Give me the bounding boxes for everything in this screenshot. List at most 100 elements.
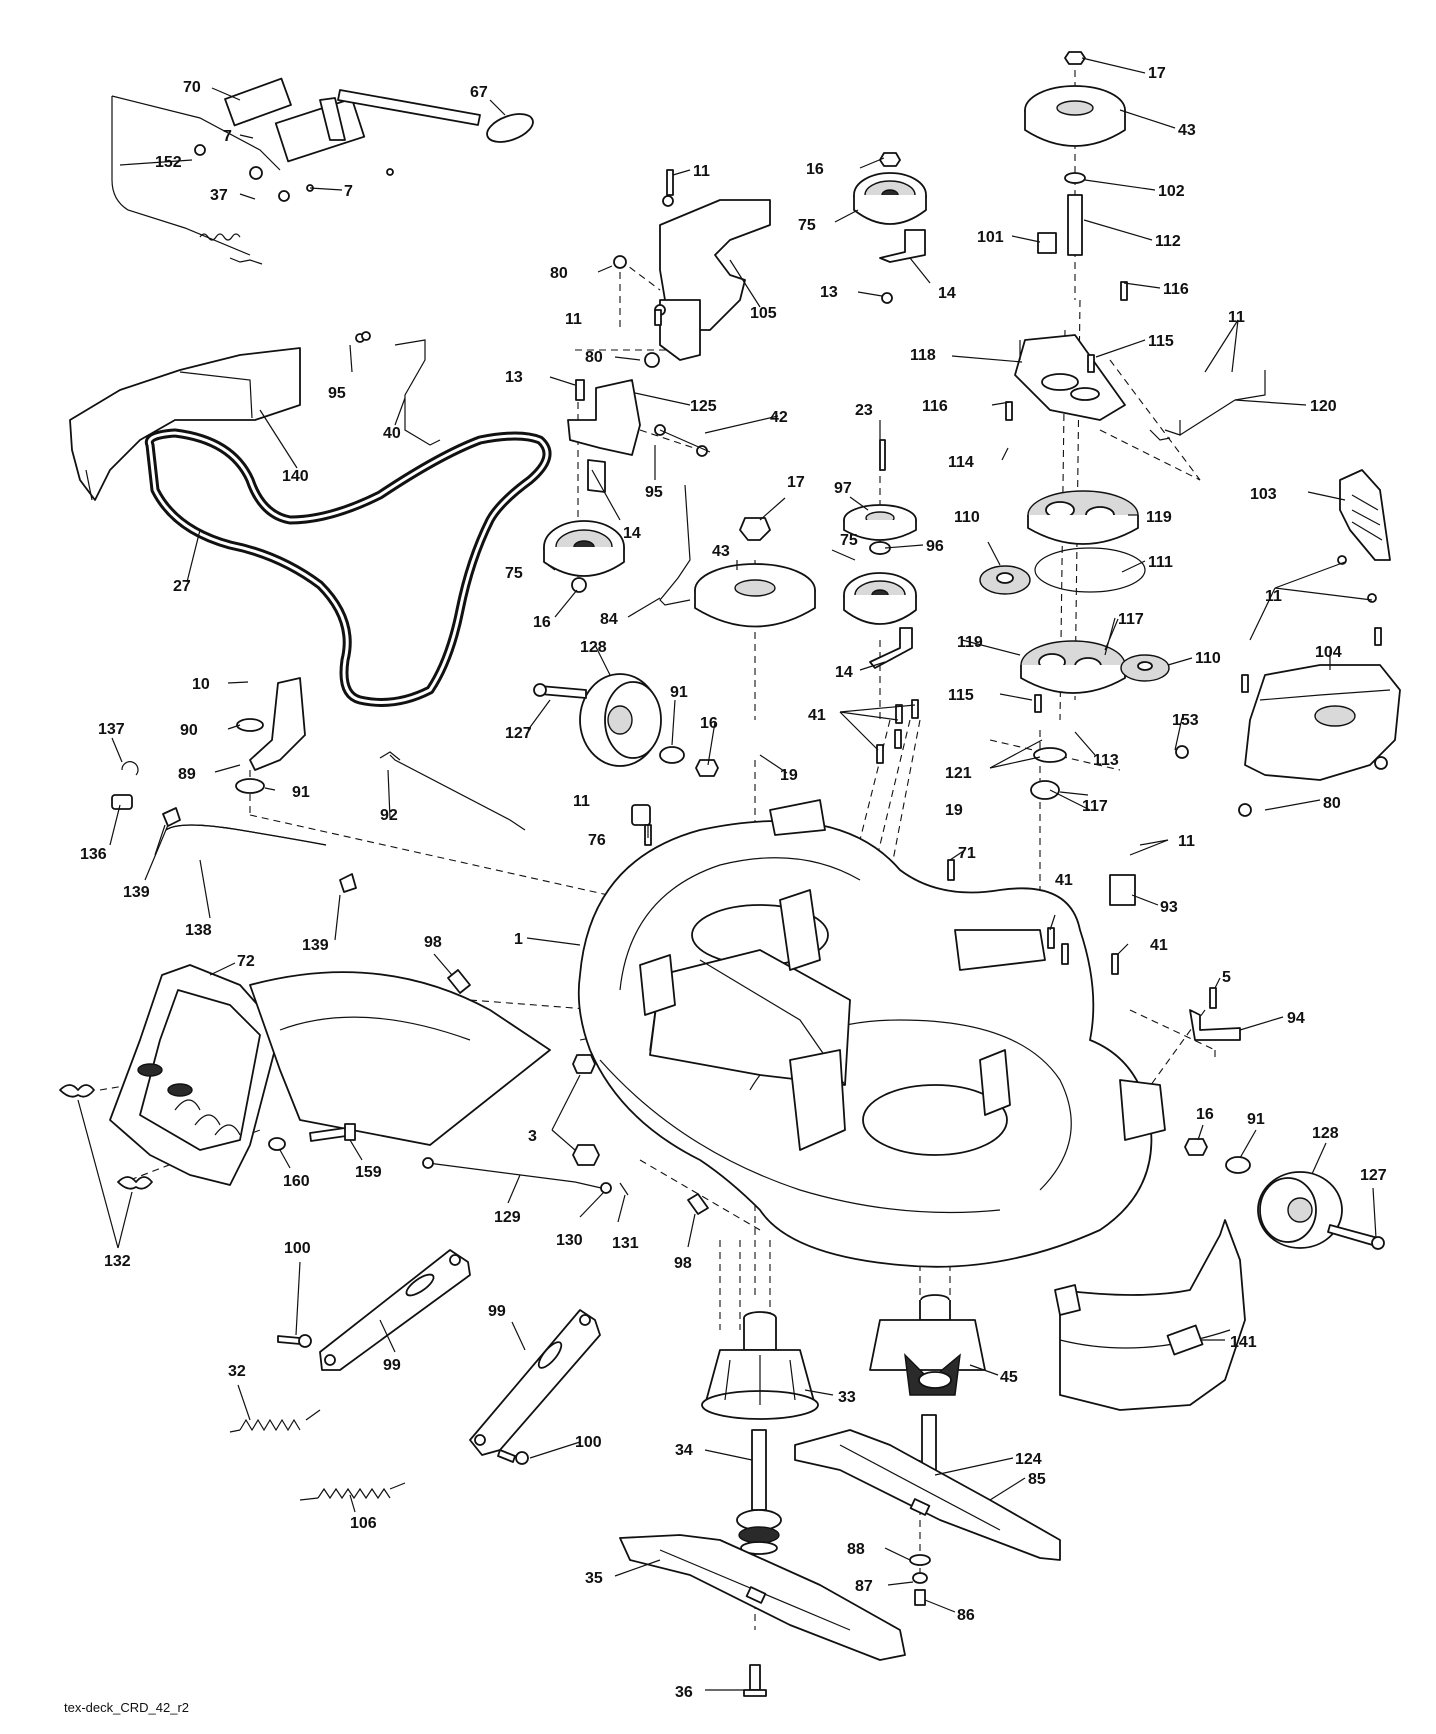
callout-132: 132 — [104, 1253, 131, 1270]
callout-76: 76 — [588, 832, 606, 849]
callout-131: 131 — [612, 1235, 639, 1252]
callout-16: 16 — [533, 614, 551, 631]
callout-89: 89 — [178, 766, 196, 783]
callout-41: 41 — [808, 707, 826, 724]
callout-70: 70 — [183, 79, 201, 96]
callout-11: 11 — [565, 311, 582, 328]
callout-86: 86 — [957, 1607, 975, 1624]
callout-116: 116 — [922, 398, 948, 415]
callout-3: 3 — [528, 1128, 537, 1145]
callout-16: 16 — [806, 161, 824, 178]
callout-32: 32 — [228, 1363, 246, 1380]
parts — [59, 51, 1401, 1697]
callout-138: 138 — [185, 922, 212, 939]
callout-88: 88 — [847, 1541, 865, 1558]
callout-13: 13 — [820, 284, 838, 301]
callout-117: 117 — [1118, 611, 1144, 628]
callout-111: 111 — [1148, 554, 1173, 571]
bracket-94 — [1189, 1009, 1241, 1041]
chute-72 — [249, 971, 551, 1146]
callout-7: 7 — [223, 128, 232, 145]
callout-96: 96 — [926, 538, 944, 555]
callout-106: 106 — [350, 1515, 377, 1532]
callout-27: 27 — [173, 578, 191, 595]
callout-34: 34 — [675, 1442, 693, 1459]
callout-43: 43 — [712, 543, 730, 560]
callout-100: 100 — [575, 1434, 602, 1451]
callout-91: 91 — [292, 784, 310, 801]
spindle-45 — [869, 1319, 986, 1371]
bracket-125 — [567, 379, 641, 456]
bracket-89 — [249, 677, 306, 771]
callout-152: 152 — [155, 154, 182, 171]
callout-42: 42 — [770, 409, 788, 426]
callout-128: 128 — [580, 639, 607, 656]
callout-5: 5 — [1222, 969, 1231, 986]
callout-124: 124 — [1015, 1451, 1042, 1468]
callout-37: 37 — [210, 187, 228, 204]
callout-110: 110 — [1195, 650, 1221, 667]
callout-84: 84 — [600, 611, 618, 628]
callout-80: 80 — [585, 349, 603, 366]
callout-101: 101 — [977, 229, 1004, 246]
oring-111 — [1034, 547, 1146, 593]
belt-27 — [144, 428, 552, 707]
callout-85: 85 — [1028, 1471, 1046, 1488]
callout-94: 94 — [1287, 1010, 1305, 1027]
callout-17: 17 — [1148, 65, 1166, 82]
callout-117: 117 — [1082, 798, 1108, 815]
callout-17: 17 — [787, 474, 805, 491]
callout-80: 80 — [550, 265, 568, 282]
callout-14: 14 — [835, 664, 853, 681]
callout-137: 137 — [98, 721, 125, 738]
callout-140: 140 — [282, 468, 309, 485]
bracket-93 — [1109, 874, 1136, 906]
diagram-caption: tex-deck_CRD_42_r2 — [64, 1700, 189, 1715]
callout-11: 11 — [1228, 309, 1245, 326]
callout-7: 7 — [344, 183, 353, 200]
bracket-70 — [224, 77, 292, 127]
callout-41: 41 — [1150, 937, 1168, 954]
callout-16: 16 — [1196, 1106, 1214, 1123]
shield-103 — [1339, 469, 1391, 561]
leader-lines — [77, 57, 1377, 1691]
callout-100: 100 — [284, 1240, 311, 1257]
callout-91: 91 — [670, 684, 688, 701]
callout-119: 119 — [957, 634, 983, 651]
callout-141: 141 — [1230, 1334, 1257, 1351]
callout-90: 90 — [180, 722, 198, 739]
callout-23: 23 — [855, 402, 873, 419]
callout-125: 125 — [690, 398, 717, 415]
callout-112: 112 — [1155, 233, 1181, 250]
callout-120: 120 — [1310, 398, 1337, 415]
callout-118: 118 — [910, 347, 936, 364]
callout-11: 11 — [1265, 588, 1282, 605]
callout-115: 115 — [1148, 333, 1174, 350]
callout-19: 19 — [780, 767, 798, 784]
callout-99: 99 — [383, 1357, 401, 1374]
callout-75: 75 — [798, 217, 816, 234]
callout-113: 113 — [1093, 752, 1119, 769]
callout-43: 43 — [1178, 122, 1196, 139]
callout-91: 91 — [1247, 1111, 1265, 1128]
callout-72: 72 — [237, 953, 255, 970]
callout-128: 128 — [1312, 1125, 1339, 1142]
callout-1: 1 — [514, 931, 523, 948]
callout-104: 104 — [1315, 644, 1342, 661]
callout-35: 35 — [585, 1570, 603, 1587]
callout-115: 115 — [948, 687, 974, 704]
cable-152 — [111, 96, 251, 256]
callout-75: 75 — [505, 565, 523, 582]
callout-95: 95 — [645, 484, 663, 501]
callout-11: 11 — [693, 163, 710, 180]
callout-105: 105 — [750, 305, 777, 322]
callout-19: 19 — [945, 802, 963, 819]
callout-93: 93 — [1160, 899, 1178, 916]
arm-99b — [469, 1309, 601, 1456]
callout-10: 10 — [192, 676, 210, 693]
callout-160: 160 — [283, 1173, 310, 1190]
callout-95: 95 — [328, 385, 346, 402]
callout-14: 14 — [938, 285, 956, 302]
callout-127: 127 — [505, 725, 532, 742]
